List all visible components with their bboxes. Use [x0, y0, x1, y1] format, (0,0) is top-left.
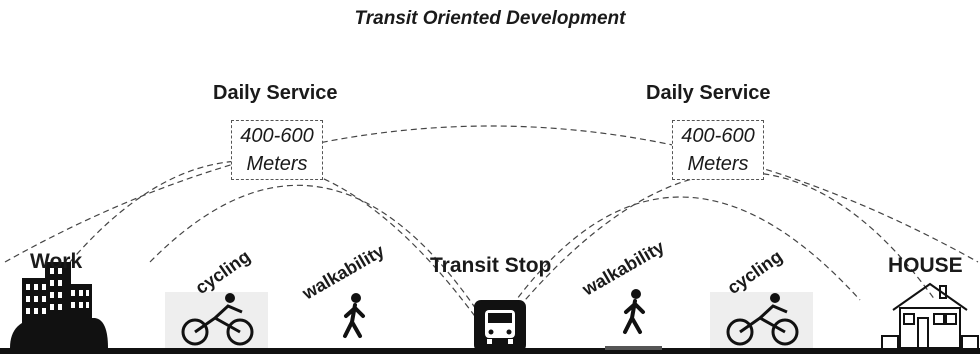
distance-box-right: 400-600 Meters	[672, 120, 764, 180]
distance-range: 400-600	[681, 125, 755, 147]
tod-outer-arc	[4, 125, 979, 263]
distance-range: 400-600	[240, 125, 314, 147]
cycling-icon	[165, 292, 268, 348]
radius-arc-left	[149, 184, 491, 331]
tod-title: Transit Oriented Development	[340, 8, 640, 30]
house-icon	[881, 282, 979, 349]
office-buildings-icon	[10, 262, 108, 348]
distance-box-left: 400-600 Meters	[231, 120, 323, 180]
cycling-icon	[710, 292, 813, 348]
daily-service-label-left: Daily Service	[213, 82, 338, 104]
walking-person-icon	[605, 289, 662, 350]
walking-person-icon	[343, 293, 365, 338]
distance-unit: Meters	[246, 153, 308, 175]
house-label: HOUSE	[888, 254, 963, 277]
transit-stop-label: Transit Stop	[430, 254, 552, 277]
distance-unit: Meters	[687, 153, 749, 175]
bus-stop-icon	[474, 300, 526, 352]
radius-arc-right	[494, 196, 861, 331]
daily-service-label-right: Daily Service	[646, 82, 771, 104]
work-label: Work	[30, 250, 83, 273]
